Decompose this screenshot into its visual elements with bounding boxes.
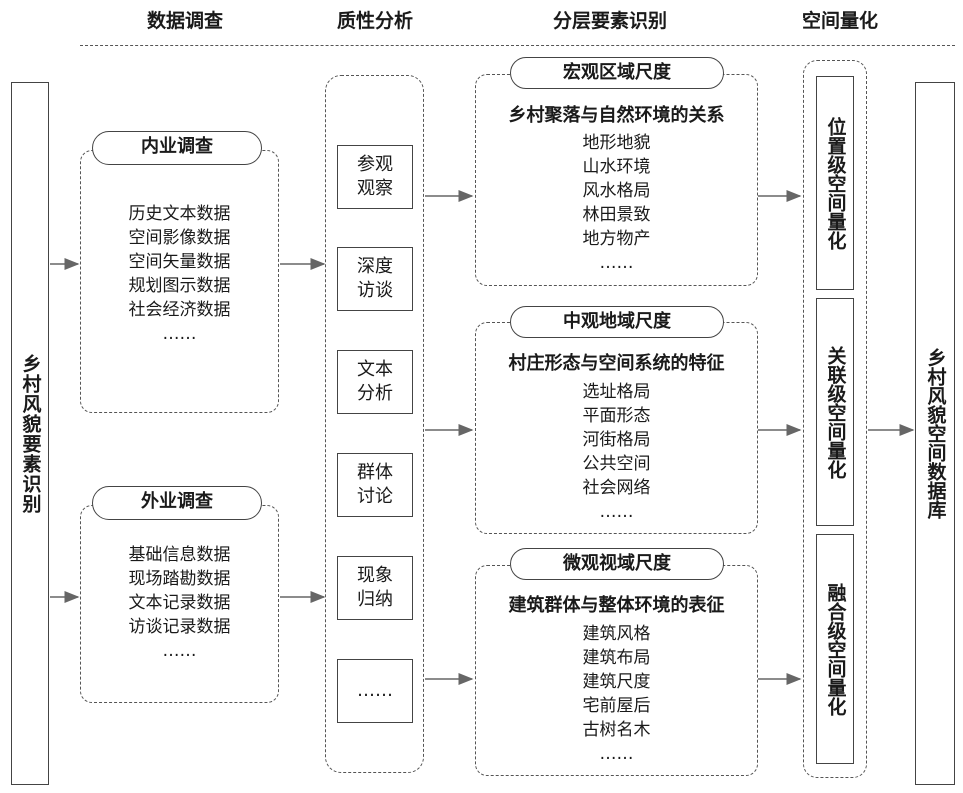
- meso-scale-list: 选址格局 平面形态 河街格局 公共空间 社会网络 ……: [475, 380, 758, 524]
- internal-survey-title: 内业调查: [92, 131, 262, 165]
- header-qualitative-analysis: 质性分析: [336, 10, 413, 32]
- header-spatial-quantification: 空间量化: [801, 10, 878, 32]
- list-item: 林田景致: [582, 205, 651, 225]
- quant-fusion-level: 融合级空间量化: [816, 534, 854, 764]
- micro-scale-list: 建筑风格 建筑布局 建筑尺度 宅前屋后 古树名木 ……: [475, 622, 758, 766]
- meso-scale-subtitle: 村庄形态与空间系统的特征: [508, 353, 725, 374]
- list-item: 河街格局: [582, 430, 651, 450]
- method-induction: 现象 归纳: [337, 556, 413, 620]
- list-item: 公共空间: [582, 454, 651, 474]
- list-item: 古树名木: [582, 720, 651, 740]
- list-item: 空间矢量数据: [128, 252, 231, 272]
- list-item: 基础信息数据: [128, 545, 231, 565]
- method-line: 群体: [357, 462, 393, 483]
- field-survey-list: 基础信息数据 现场踏勘数据 文本记录数据 访谈记录数据 ……: [80, 543, 279, 663]
- quant-fusion-label: 融合级空间量化: [824, 582, 847, 716]
- list-item: 山水环境: [582, 157, 651, 177]
- right-label-box: 乡村风貌空间数据库: [915, 82, 955, 785]
- list-item: 建筑布局: [582, 648, 651, 668]
- macro-scale-subtitle: 乡村聚落与自然环境的关系: [508, 105, 725, 126]
- quant-position-label: 位置级空间量化: [824, 116, 847, 250]
- list-item: 历史文本数据: [128, 204, 231, 224]
- internal-survey-list: 历史文本数据 空间影像数据 空间矢量数据 规划图示数据 社会经济数据 ……: [80, 202, 279, 346]
- list-item: 建筑尺度: [582, 672, 651, 692]
- list-item: 访谈记录数据: [128, 617, 231, 637]
- field-survey-box: [80, 505, 279, 703]
- quant-relation-level: 关联级空间量化: [816, 298, 854, 526]
- header-layered-identification: 分层要素识别: [552, 10, 667, 32]
- micro-scale-title: 微观视域尺度: [510, 548, 724, 580]
- method-line: 深度: [357, 256, 393, 277]
- list-item: 选址格局: [582, 382, 651, 402]
- list-item: 空间影像数据: [128, 228, 231, 248]
- internal-survey-box: [80, 150, 279, 413]
- method-line: ……: [357, 680, 393, 701]
- method-interview: 深度 访谈: [337, 247, 413, 311]
- field-survey-title: 外业调查: [92, 486, 262, 520]
- method-line: 归纳: [357, 589, 393, 610]
- method-line: 现象: [357, 565, 393, 586]
- method-line: 文本: [357, 359, 393, 380]
- left-label-text: 乡村风貌要素识别: [19, 353, 42, 514]
- method-group-discussion: 群体 讨论: [337, 453, 413, 517]
- list-item: ……: [162, 641, 197, 661]
- method-line: 讨论: [357, 486, 393, 507]
- meso-scale-title: 中观地域尺度: [510, 306, 724, 338]
- list-item: 平面形态: [582, 406, 651, 426]
- list-item: ……: [162, 324, 197, 344]
- method-more: ……: [337, 659, 413, 723]
- list-item: ……: [599, 744, 634, 764]
- method-line: 分析: [357, 383, 393, 404]
- list-item: 建筑风格: [582, 624, 651, 644]
- method-text-analysis: 文本 分析: [337, 350, 413, 414]
- method-observation: 参观 观察: [337, 145, 413, 209]
- list-item: 规划图示数据: [128, 276, 231, 296]
- micro-scale-box: [475, 565, 758, 776]
- quant-relation-label: 关联级空间量化: [824, 345, 847, 479]
- macro-scale-title: 宏观区域尺度: [510, 57, 724, 89]
- meso-scale-box: [475, 322, 758, 534]
- method-line: 访谈: [357, 280, 393, 301]
- list-item: 社会经济数据: [128, 300, 231, 320]
- quant-position-level: 位置级空间量化: [816, 76, 854, 290]
- list-item: 地形地貌: [582, 133, 651, 153]
- list-item: 社会网络: [582, 478, 651, 498]
- micro-scale-subtitle: 建筑群体与整体环境的表征: [508, 595, 725, 616]
- macro-scale-list: 地形地貌 山水环境 风水格局 林田景致 地方物产 ……: [475, 131, 758, 275]
- list-item: 风水格局: [582, 181, 651, 201]
- header-divider: [80, 45, 955, 46]
- left-label-box: 乡村风貌要素识别: [11, 82, 49, 785]
- right-label-text: 乡村风貌空间数据库: [924, 348, 947, 519]
- list-item: 文本记录数据: [128, 593, 231, 613]
- list-item: ……: [599, 253, 634, 273]
- header-data-survey: 数据调查: [146, 10, 223, 32]
- method-line: 参观: [357, 154, 393, 175]
- macro-scale-box: [475, 74, 758, 286]
- method-line: 观察: [357, 178, 393, 199]
- list-item: 现场踏勘数据: [128, 569, 231, 589]
- list-item: 地方物产: [582, 229, 651, 249]
- list-item: 宅前屋后: [582, 696, 651, 716]
- list-item: ……: [599, 502, 634, 522]
